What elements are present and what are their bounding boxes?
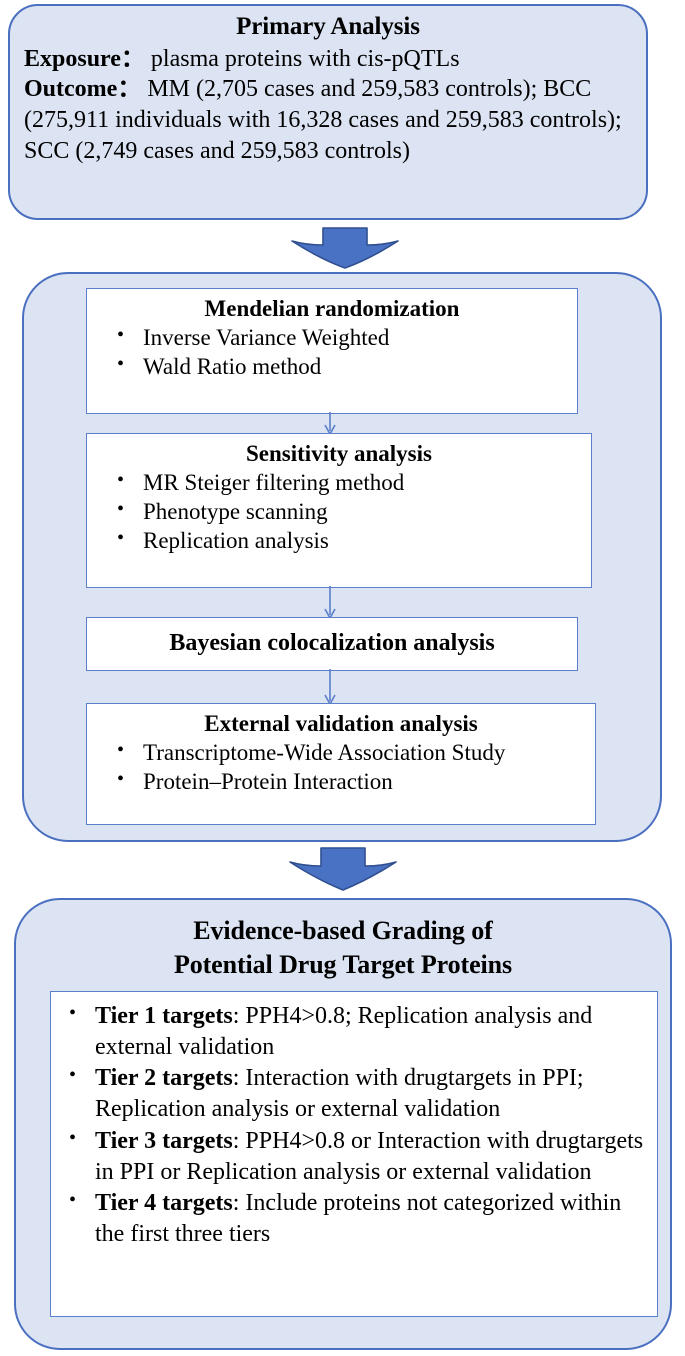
external-validation-bullets: Transcriptome-Wide Association Study Pro… <box>87 738 595 797</box>
list-item: Transcriptome-Wide Association Study <box>113 738 595 768</box>
down-arrow-icon-2 <box>318 586 342 620</box>
tier-text: : PPH4>0.8; Replication analysis and ext… <box>95 1003 593 1060</box>
exposure-separator: ： <box>120 45 145 72</box>
primary-analysis-title: Primary Analysis <box>236 13 420 40</box>
down-arrow-icon-3 <box>318 669 342 706</box>
list-item: Tier 3 targets: PPH4>0.8 or Interaction … <box>63 1126 649 1187</box>
tier-list: Tier 1 targets: PPH4>0.8; Replication an… <box>51 992 657 1250</box>
bayesian-colocalization-title: Bayesian colocalization analysis <box>169 630 495 656</box>
outcome-label: Outcome <box>24 76 118 103</box>
outcome-line: Outcome： MM (2,705 cases and 259,583 con… <box>24 74 632 166</box>
exposure-line: Exposure： plasma proteins with cis-pQTLs <box>24 44 632 75</box>
bayesian-colocalization-box: Bayesian colocalization analysis <box>86 617 578 671</box>
list-item: Phenotype scanning <box>113 497 591 527</box>
outcome-separator: ： <box>117 76 142 103</box>
tier-label: Tier 3 targets <box>95 1127 233 1154</box>
tier-text: : PPH4>0.8 or Interaction with drugtarge… <box>95 1127 644 1185</box>
list-item: Tier 4 targets: Include proteins not cat… <box>63 1188 649 1249</box>
list-item: Replication analysis <box>113 526 591 556</box>
tier-criteria-box: Tier 1 targets: PPH4>0.8; Replication an… <box>50 991 658 1317</box>
external-validation-box: External validation analysis Transcripto… <box>86 703 596 825</box>
tier-label: Tier 2 targets <box>95 1065 233 1092</box>
tier-text: : Interaction with drugtargets in PPI; R… <box>95 1065 584 1123</box>
list-item: Tier 2 targets: Interaction with drugtar… <box>63 1063 649 1124</box>
down-block-arrow-icon-1 <box>290 226 400 270</box>
tier-text: : Include proteins not categorized withi… <box>95 1190 622 1248</box>
tier-label: Tier 4 targets <box>95 1190 233 1217</box>
list-item: Tier 1 targets: PPH4>0.8; Replication an… <box>63 1001 649 1062</box>
grading-title: Evidence-based Grading of Potential Drug… <box>16 914 670 982</box>
list-item: MR Steiger filtering method <box>113 468 591 498</box>
grading-title-line-1: Evidence-based Grading of <box>193 916 493 945</box>
sensitivity-analysis-bullets: MR Steiger filtering method Phenotype sc… <box>87 468 591 556</box>
mendelian-randomization-title: Mendelian randomization <box>204 296 460 321</box>
tier-label: Tier 1 targets <box>95 1003 233 1029</box>
list-item: Inverse Variance Weighted <box>113 323 577 353</box>
mendelian-randomization-bullets: Inverse Variance Weighted Wald Ratio met… <box>87 323 577 382</box>
primary-analysis-body: Exposure： plasma proteins with cis-pQTLs… <box>10 44 646 167</box>
sensitivity-analysis-box: Sensitivity analysis MR Steiger filterin… <box>86 433 592 588</box>
mendelian-randomization-box: Mendelian randomization Inverse Variance… <box>86 288 578 414</box>
grading-title-line-2: Potential Drug Target Proteins <box>173 949 513 979</box>
primary-analysis-panel: Primary Analysis Exposure： plasma protei… <box>8 4 648 220</box>
exposure-label: Exposure <box>24 45 121 72</box>
list-item: Protein–Protein Interaction <box>113 767 595 797</box>
down-block-arrow-icon-2 <box>288 846 398 892</box>
sensitivity-analysis-title: Sensitivity analysis <box>246 441 432 466</box>
outcome-value: MM (2,705 cases and 259,583 controls); B… <box>24 76 622 164</box>
exposure-value: plasma proteins with cis-pQTLs <box>144 45 460 72</box>
list-item: Wald Ratio method <box>113 352 577 382</box>
external-validation-title: External validation analysis <box>204 711 478 736</box>
